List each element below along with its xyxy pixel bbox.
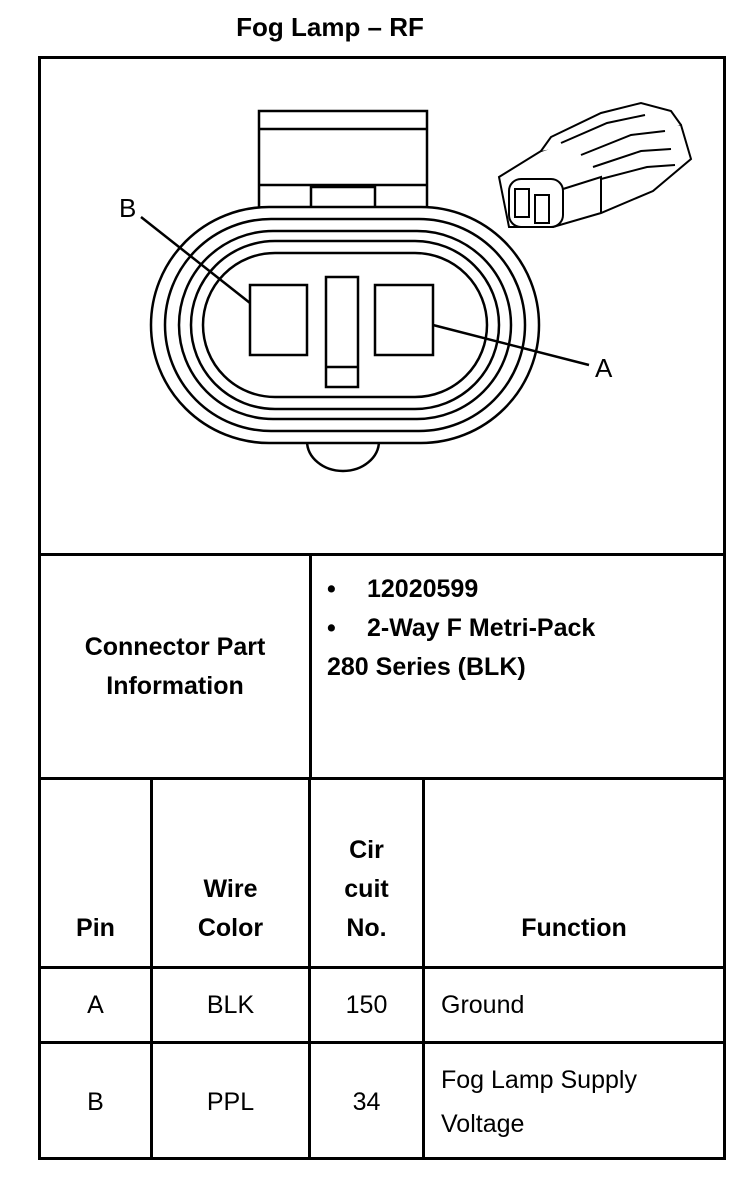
polarization-key bbox=[305, 440, 381, 473]
connector-part-label: Connector Part Information bbox=[41, 556, 312, 777]
header-wire-color: Wire Color bbox=[153, 780, 311, 966]
page-title: Fog Lamp – RF bbox=[236, 12, 424, 42]
leader-line-a bbox=[432, 323, 590, 367]
cell-pin: A bbox=[41, 969, 153, 1041]
connector-shell-ring-1 bbox=[163, 217, 527, 433]
header-circuit-line2: cuit bbox=[344, 875, 389, 903]
connector-part-values: • 12020599 • 2-Way F Metri-Pack 280 Seri… bbox=[327, 570, 717, 687]
pin-label-b: B bbox=[119, 193, 136, 223]
cell-function: Fog Lamp Supply Voltage bbox=[425, 1044, 723, 1160]
header-pin: Pin bbox=[41, 780, 153, 966]
header-circuit-no: Cir cuit No. bbox=[311, 780, 425, 966]
cell-wire-color: BLK bbox=[153, 969, 311, 1041]
cell-wire-color: PPL bbox=[153, 1044, 311, 1160]
connector-shell-ring-4 bbox=[201, 251, 489, 399]
header-wire-color-line1: Wire bbox=[203, 875, 258, 903]
pinout-table: Pin Wire Color Cir cuit No. Function A bbox=[41, 780, 723, 1160]
cell-function-line1: Fog Lamp Supply bbox=[441, 1066, 637, 1094]
connector-part-label-line2: Information bbox=[106, 671, 244, 700]
connector-shell-ring-2 bbox=[177, 229, 513, 421]
cavity-b bbox=[248, 283, 309, 357]
connector-face-drawing: B A bbox=[119, 101, 693, 473]
center-rib bbox=[324, 275, 360, 389]
part-number-line: • 12020599 bbox=[327, 570, 717, 609]
table-header-row: Pin Wire Color Cir cuit No. Function bbox=[41, 780, 723, 969]
connector-diagram: B A bbox=[41, 59, 723, 556]
header-function: Function bbox=[425, 780, 723, 966]
leader-line-b bbox=[140, 216, 251, 304]
bullet-icon: • bbox=[327, 614, 336, 642]
cell-circuit: 34 bbox=[311, 1044, 425, 1160]
connector-sheet: B A Connector Part Information • 1202059… bbox=[38, 56, 726, 1160]
connector-series: 280 Series (BLK) bbox=[327, 653, 526, 681]
connector-isometric-view bbox=[497, 101, 693, 228]
pin-label-a: A bbox=[595, 353, 613, 383]
cell-function: Ground bbox=[425, 969, 723, 1041]
header-wire-color-line2: Color bbox=[197, 914, 264, 942]
connector-part-label-line1: Connector Part bbox=[84, 632, 266, 661]
header-function-text: Function bbox=[521, 914, 627, 942]
cavity-a bbox=[373, 283, 435, 357]
header-circuit-line3: No. bbox=[346, 914, 387, 942]
connector-shell-ring-3 bbox=[189, 239, 501, 411]
cell-circuit: 150 bbox=[311, 969, 425, 1041]
cell-function-line2: Voltage bbox=[441, 1110, 525, 1138]
cell-pin: B bbox=[41, 1044, 153, 1160]
bullet-icon: • bbox=[327, 575, 336, 603]
connector-part-info: Connector Part Information • 12020599 • … bbox=[41, 556, 723, 780]
description-line: • 2-Way F Metri-Pack bbox=[327, 609, 717, 648]
table-row: A BLK 150 Ground bbox=[41, 969, 723, 1044]
cell-function-text: Ground bbox=[441, 990, 525, 1019]
header-circuit-line1: Cir bbox=[349, 836, 384, 864]
table-row: B PPL 34 Fog Lamp Supply Voltage bbox=[41, 1044, 723, 1160]
connector-description: 2-Way F Metri-Pack bbox=[367, 614, 596, 642]
header-pin-text: Pin bbox=[76, 914, 115, 942]
part-number: 12020599 bbox=[367, 575, 479, 603]
